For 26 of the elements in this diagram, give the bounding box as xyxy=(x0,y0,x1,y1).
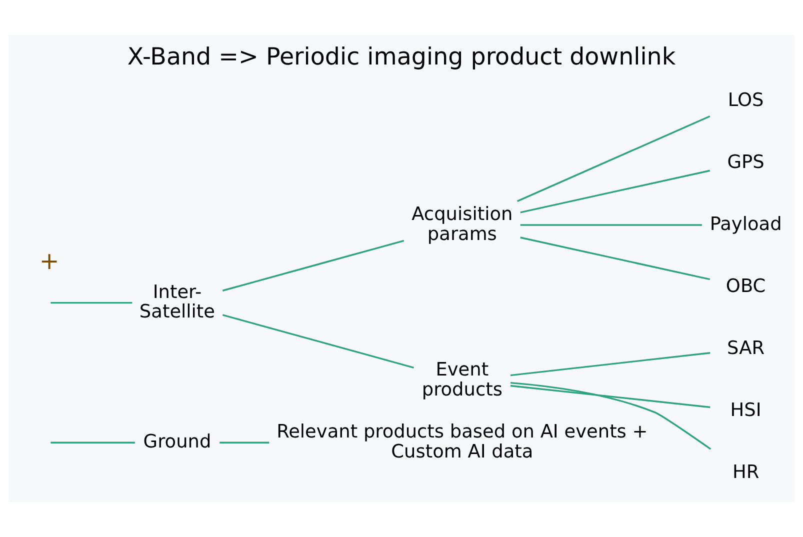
node-text: LOS xyxy=(728,90,764,111)
node-text: OBC xyxy=(726,276,766,297)
node-text: HR xyxy=(732,462,760,483)
connector xyxy=(520,236,710,280)
connector xyxy=(510,384,710,408)
connector xyxy=(222,314,414,368)
label: + xyxy=(39,247,60,276)
connector xyxy=(220,442,270,444)
node-text: Ground xyxy=(143,432,212,453)
diagram-title: X-Band => Periodic imaging product downlink xyxy=(127,42,676,71)
connector xyxy=(520,224,702,226)
node-text: HSI xyxy=(730,400,762,421)
node-text: GPS xyxy=(727,152,764,173)
node-text: Payload xyxy=(710,214,782,235)
node-text: Event products xyxy=(422,360,502,400)
connector xyxy=(520,170,710,214)
connector xyxy=(517,115,710,202)
node-text: SAR xyxy=(727,338,765,359)
connector xyxy=(50,302,132,304)
connector xyxy=(50,442,135,444)
connector xyxy=(222,240,404,292)
connector xyxy=(510,382,712,450)
connector xyxy=(510,352,710,376)
node-text: Inter-Satellite xyxy=(139,282,216,323)
node-text: Acquisition params xyxy=(412,204,513,245)
node-text: Relevant products based on AI events + Custom AI data xyxy=(276,422,648,462)
